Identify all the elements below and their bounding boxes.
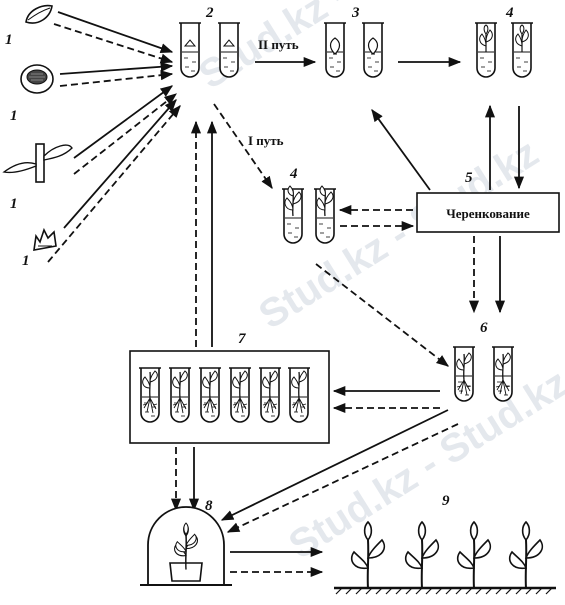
greenhouse-to-field-arrows xyxy=(230,546,324,578)
stage-4-top-tubes xyxy=(474,22,534,78)
label-stage-3: 3 xyxy=(351,5,360,21)
label-explant-callus: 1 xyxy=(10,108,18,124)
label-explant-leaf: 1 xyxy=(5,32,13,48)
stage-6-tubes xyxy=(452,346,515,402)
explant-arrows xyxy=(47,11,181,263)
label-stage-9: 9 xyxy=(442,493,450,509)
stage-3-tubes xyxy=(323,22,385,78)
label-stage-4-mid: 4 xyxy=(289,166,298,182)
adaptation-to-greenhouse-arrows xyxy=(170,447,200,512)
rooting-to-greenhouse-arrows xyxy=(220,409,459,533)
explant-leaf-icon xyxy=(25,4,53,24)
stage-2-tubes xyxy=(178,22,241,78)
explant-bud-icon xyxy=(33,227,57,251)
label-stage-6: 6 xyxy=(480,320,488,336)
stage-9-field xyxy=(334,521,556,595)
stage-4-mid-tubes xyxy=(281,185,337,244)
label-explant-bud: 1 xyxy=(22,253,30,269)
cutting-to-rooting-arrows xyxy=(468,236,506,314)
mid-cutting-arrows xyxy=(338,204,415,232)
rooting-to-adaptation-arrows xyxy=(332,385,440,414)
explant-callus-icon xyxy=(20,64,54,94)
cycle-arrows xyxy=(371,104,525,191)
label-explant-shoot: 1 xyxy=(10,196,18,212)
path-one-label: I путь xyxy=(248,133,284,148)
path-one-arrow xyxy=(213,103,273,190)
label-stage-5: 5 xyxy=(465,170,473,186)
explant-shoot-icon xyxy=(2,143,73,183)
cutting-box-label: Черенкование xyxy=(446,206,530,221)
label-stage-7: 7 xyxy=(238,331,246,347)
label-stage-8: 8 xyxy=(205,498,213,514)
label-stage-2: 2 xyxy=(205,5,214,21)
cutting-box xyxy=(416,192,560,233)
return-to-stage-2-arrows xyxy=(190,120,218,347)
label-stage-4-top: 4 xyxy=(505,5,514,21)
watermark: Stud.kz - Stud.kz Stud.kz - Stud.kz Stud… xyxy=(191,0,565,568)
arrow-4-to-6 xyxy=(315,263,449,367)
path-two-label: II путь xyxy=(258,37,299,52)
